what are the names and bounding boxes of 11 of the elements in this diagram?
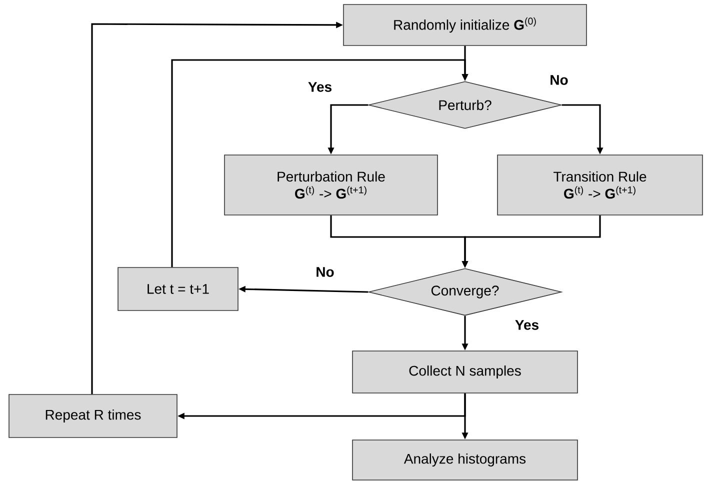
process-box: Let t = t+1 (118, 267, 238, 311)
process-box: Randomly initialize G$^{(0)}$ (343, 4, 587, 46)
process-box: Collect N samples (352, 350, 578, 394)
edge-label: Yes (514, 319, 540, 331)
edge-label: No (314, 266, 336, 278)
process-box: Perturbation Rule G$^{(t)}$ -> G$^{(t+1)}$ (224, 154, 438, 216)
arrow (171, 59, 468, 268)
edge-label: Yes (306, 81, 334, 93)
process-box: Repeat R times (8, 394, 178, 438)
process-box: Transition Rule G$^{(t)}$ -> G$^{(t+1)}$ (497, 154, 703, 216)
process-box: Analyze histograms (352, 440, 578, 480)
